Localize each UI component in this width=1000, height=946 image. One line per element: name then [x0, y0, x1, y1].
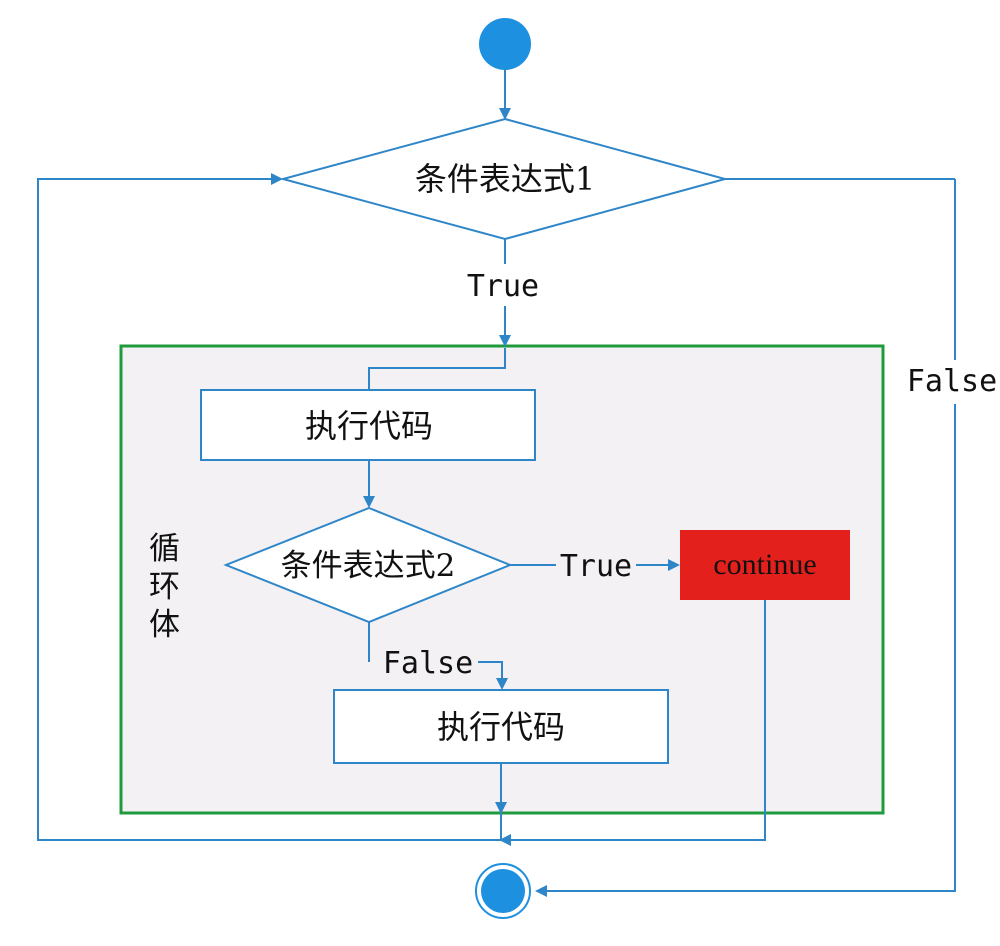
- exec-code-box-2: [333, 689, 669, 764]
- edge-loop-back: [37, 173, 501, 841]
- edge-loop-to-exec1: [368, 348, 506, 390]
- true-label-1: True: [467, 269, 539, 304]
- true-label-2: True: [560, 549, 632, 584]
- continue-box: [680, 530, 850, 600]
- exec-code-text-1: 执行代码: [305, 407, 433, 445]
- exec-code-text-2: 执行代码: [437, 708, 565, 746]
- condition1-text: 条件表达式1: [415, 160, 595, 198]
- edge-condition1-false-c: [535, 404, 956, 897]
- false-label-1: False: [907, 364, 997, 399]
- condition2-text: 条件表达式2: [281, 548, 456, 584]
- edge-continue-return: [499, 600, 766, 846]
- exec-code-box-1: [200, 389, 536, 461]
- loop-body-label-char-3: 体: [149, 607, 180, 643]
- loop-body-label-char-1: 循: [149, 531, 180, 567]
- false-label-2: False: [383, 646, 473, 681]
- loop-body-label: 循 环 体: [149, 531, 190, 643]
- continue-text: continue: [713, 548, 816, 581]
- end-node: [481, 869, 525, 913]
- start-node: [479, 18, 531, 70]
- loop-body-label-char-2: 环: [149, 569, 180, 605]
- edge-condition2-false-b: [478, 661, 508, 690]
